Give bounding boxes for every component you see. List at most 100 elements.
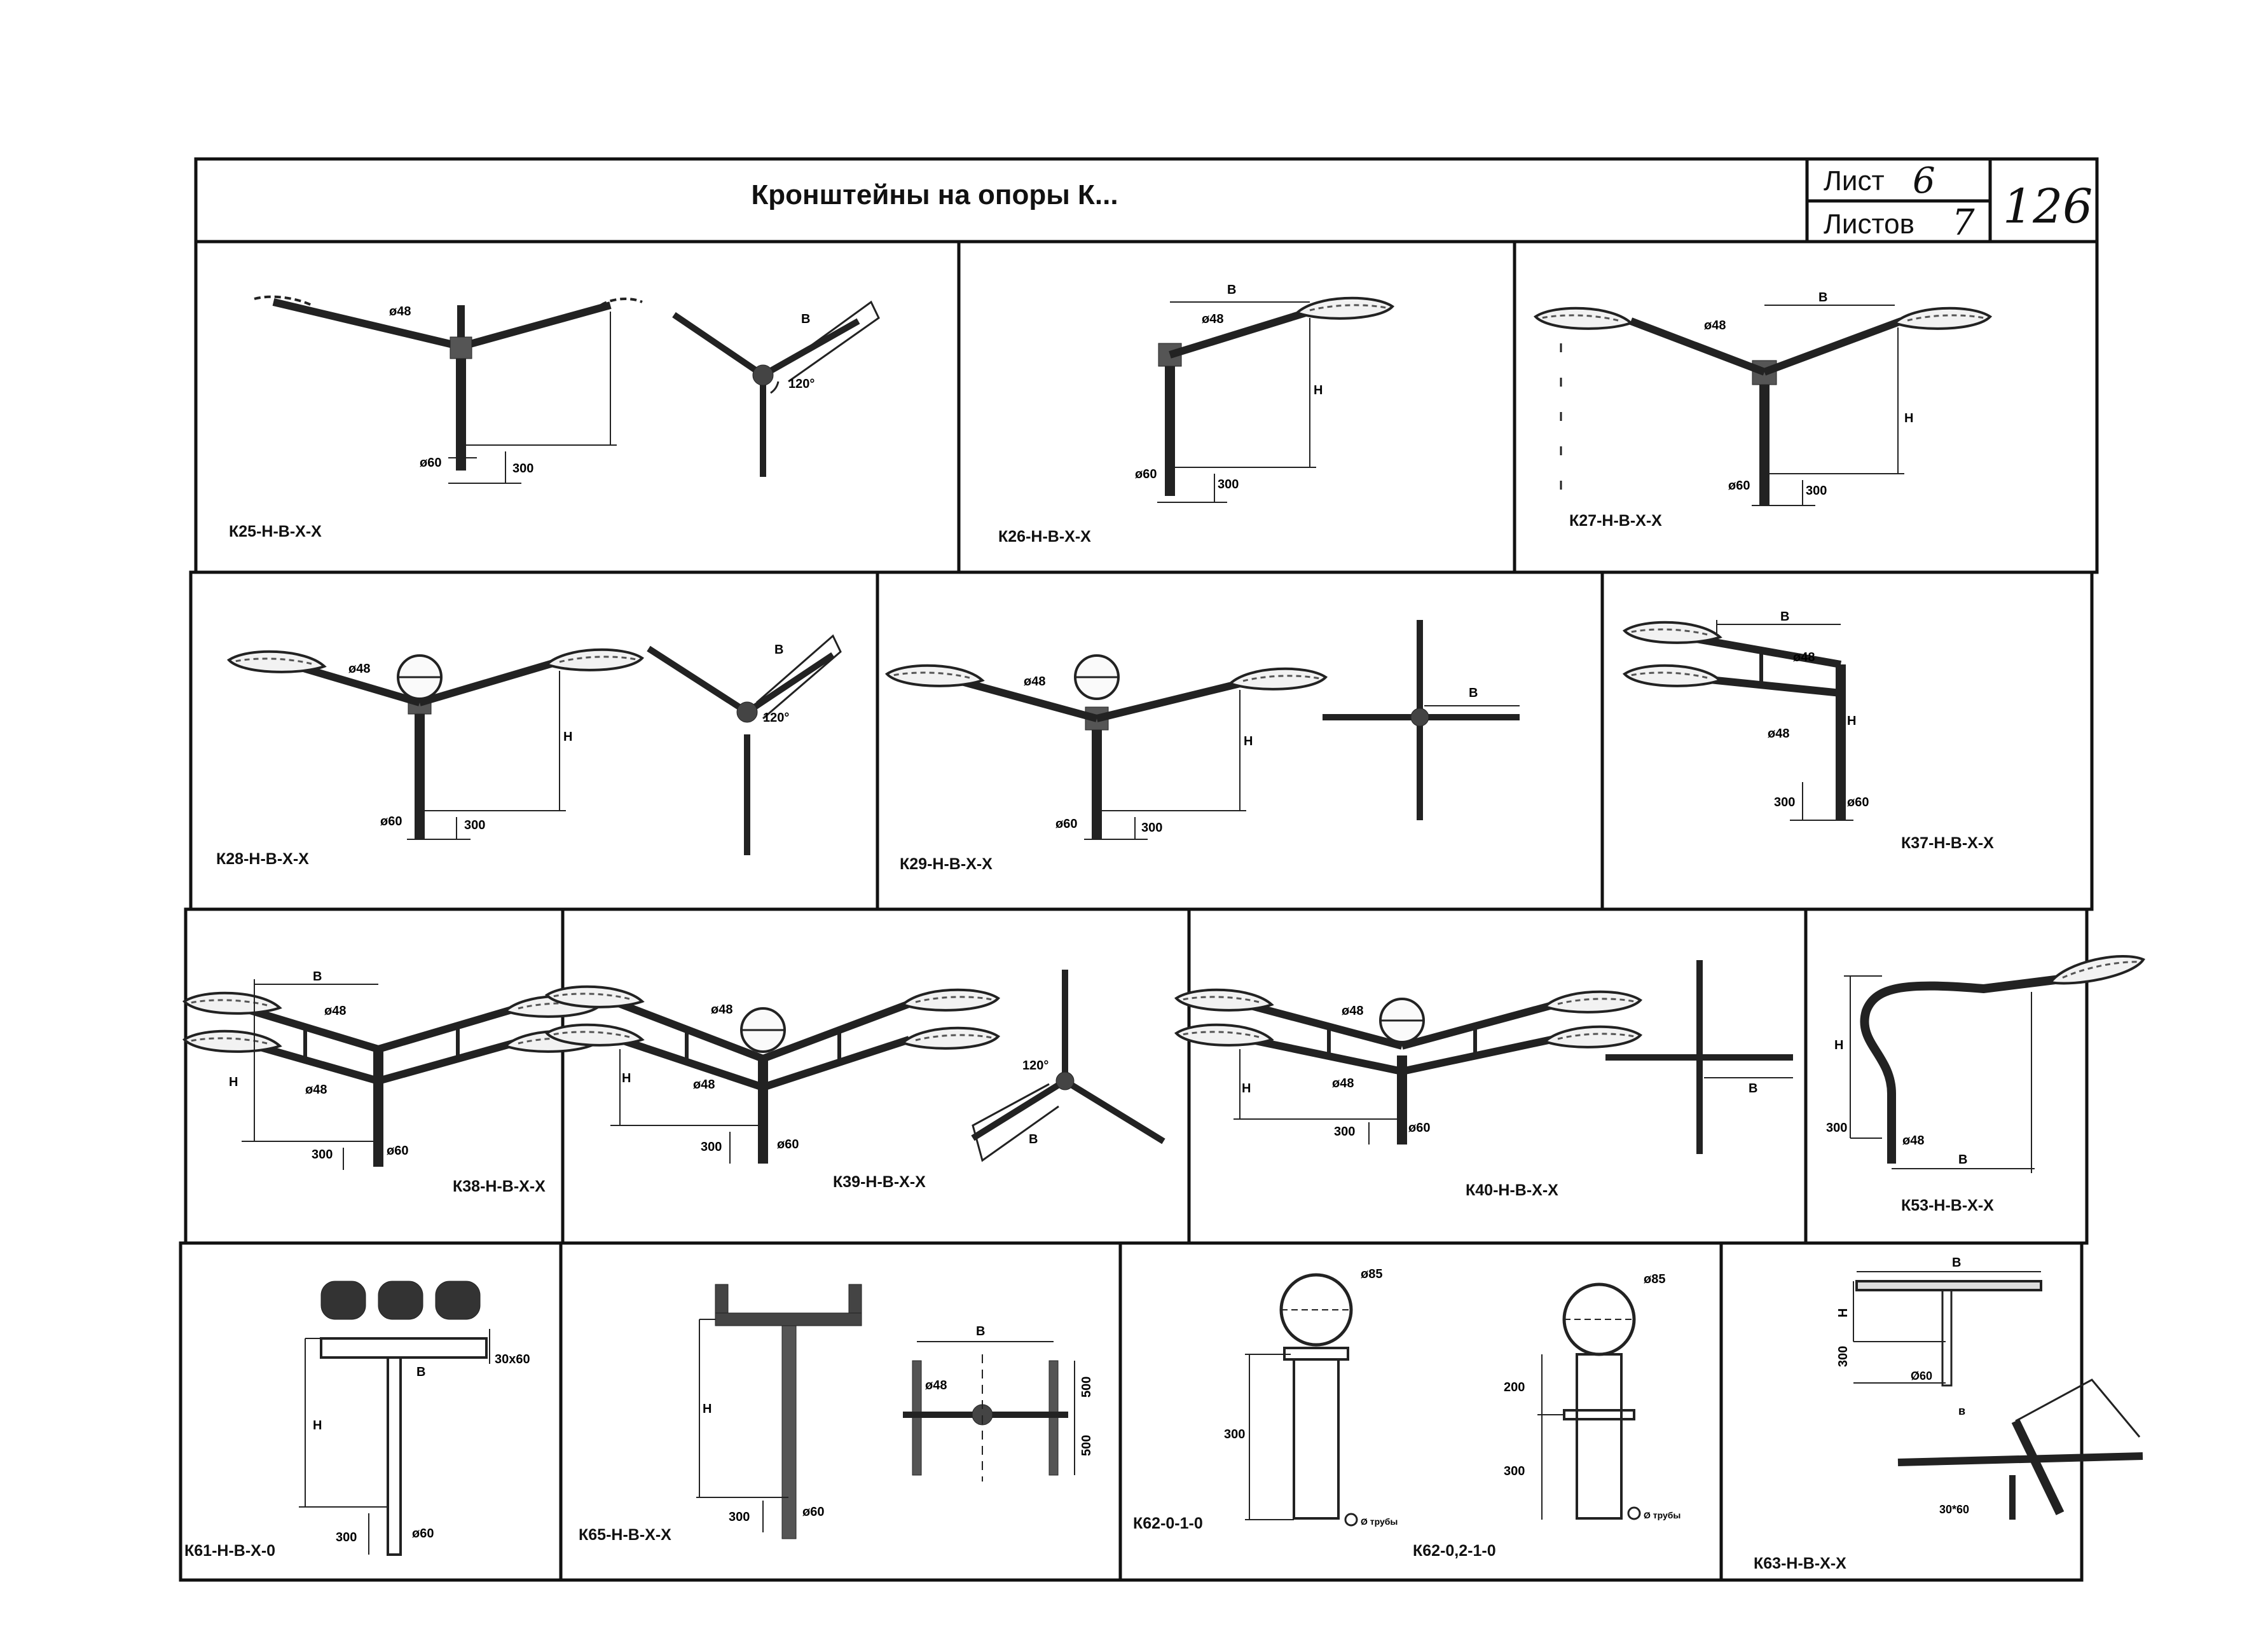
- bracket-k25-drawing: [254, 295, 880, 484]
- k65-tube-arm: ø48: [925, 1378, 947, 1392]
- k65-reach: В: [976, 1324, 985, 1338]
- k63-tube: Ø60: [1911, 1370, 1932, 1382]
- k39-insert: 300: [701, 1140, 722, 1154]
- k26-tube-pole: ø60: [1135, 467, 1157, 481]
- k62a-insert: 300: [1224, 1427, 1245, 1441]
- k39-tube-arm-top: ø48: [711, 1003, 732, 1017]
- k53-insert: 300: [1826, 1121, 1847, 1135]
- k39-height: Н: [622, 1071, 631, 1085]
- k38-tube-arm-top: ø48: [324, 1004, 346, 1018]
- k27-height: Н: [1904, 411, 1913, 425]
- k53-height: Н: [1834, 1038, 1843, 1052]
- sheet-label: Лист: [1824, 165, 1885, 196]
- sheet-number: 6: [1913, 160, 1935, 202]
- k37-tube-arm-bottom: ø48: [1768, 727, 1789, 741]
- k61-height: Н: [313, 1419, 322, 1433]
- k27-tube-pole: ø60: [1728, 479, 1750, 493]
- k61-plate: 30x60: [495, 1352, 530, 1366]
- page-number: 126: [2003, 179, 2093, 234]
- bracket-k53-drawing: [1844, 950, 2147, 1173]
- k29-insert: 300: [1141, 821, 1162, 835]
- k65-insert: 300: [729, 1510, 750, 1524]
- bracket-code-k29: К29-Н-В-Х-Х: [900, 855, 993, 873]
- k63-side: в: [1958, 1405, 1965, 1417]
- bracket-k65-drawing: [696, 1284, 1075, 1539]
- k40-height: Н: [1242, 1082, 1251, 1096]
- k62a-pipe: Ø трубы: [1361, 1516, 1398, 1527]
- k29-tube-pole: ø60: [1055, 817, 1077, 831]
- k26-reach: В: [1227, 283, 1236, 297]
- k25-reach: В: [801, 312, 810, 326]
- k61-reach: В: [416, 1365, 425, 1379]
- k37-reach: В: [1780, 610, 1789, 624]
- k65-tube-pole: ø60: [802, 1505, 824, 1519]
- bracket-k38-drawing: [183, 979, 602, 1170]
- k61-tube-pole: ø60: [412, 1527, 434, 1541]
- k28-tube-pole: ø60: [380, 815, 402, 828]
- k63-insert: 300: [1836, 1346, 1850, 1367]
- bracket-code-k28: К28-Н-В-Х-Х: [216, 850, 309, 868]
- bracket-k29-drawing: [886, 620, 1520, 840]
- k37-tube-pole: ø60: [1847, 795, 1869, 809]
- k29-tube-arm: ø48: [1024, 675, 1045, 689]
- bracket-code-k37: К37-Н-В-Х-Х: [1901, 834, 1994, 852]
- bracket-k26-drawing: [1157, 296, 1394, 503]
- k40-reach: В: [1749, 1082, 1757, 1096]
- k29-height: Н: [1244, 734, 1253, 748]
- bracket-k61-drawing: [299, 1281, 490, 1556]
- bracket-code-k61: К61-Н-В-Х-0: [184, 1542, 276, 1560]
- sheets-total: 7: [1952, 202, 1975, 244]
- k26-insert: 300: [1218, 478, 1239, 492]
- k25-tube-arm: ø48: [389, 305, 411, 319]
- k37-height: Н: [1847, 714, 1856, 728]
- k25-insert: 300: [512, 462, 533, 476]
- k27-tube-arm: ø48: [1704, 319, 1726, 333]
- k62b-ring: ø85: [1644, 1272, 1665, 1286]
- k53-tube-arm: ø48: [1902, 1134, 1924, 1148]
- bracket-code-k25: К25-Н-В-Х-Х: [229, 523, 322, 540]
- k38-insert: 300: [312, 1148, 333, 1162]
- k28-angle: 120°: [763, 711, 789, 725]
- k65-pitch-top: 500: [1080, 1377, 1094, 1398]
- k61-insert: 300: [336, 1530, 357, 1544]
- bracket-code-k40: К40-Н-В-Х-Х: [1466, 1181, 1558, 1199]
- k28-tube-arm: ø48: [348, 662, 370, 676]
- bracket-k27-drawing: [1534, 305, 1991, 506]
- bracket-code-k53: К53-Н-В-Х-Х: [1901, 1197, 1994, 1214]
- bracket-code-k65: К65-Н-В-Х-Х: [579, 1526, 671, 1544]
- bracket-code-k38: К38-Н-В-Х-Х: [453, 1178, 546, 1195]
- k65-pitch-bottom: 500: [1080, 1435, 1094, 1456]
- k38-tube-arm-bottom: ø48: [305, 1083, 327, 1097]
- bracket-k62-b-drawing: [1537, 1282, 1641, 1520]
- k40-tube-pole: ø60: [1408, 1121, 1430, 1135]
- k25-tube-pole: ø60: [420, 456, 441, 470]
- k40-tube-arm-bottom: ø48: [1332, 1076, 1354, 1090]
- k37-tube-arm-top: ø48: [1793, 650, 1815, 664]
- k63-height: Н: [1836, 1309, 1850, 1317]
- k63-plate: 30*60: [1939, 1503, 1969, 1516]
- k26-tube-arm: ø48: [1202, 312, 1223, 326]
- sheets-label: Листов: [1824, 209, 1914, 240]
- k39-reach: В: [1029, 1132, 1038, 1146]
- k39-tube-pole: ø60: [777, 1138, 799, 1151]
- k27-insert: 300: [1806, 484, 1827, 498]
- k65-height: Н: [703, 1402, 711, 1416]
- k62a-ring: ø85: [1361, 1267, 1382, 1281]
- k39-tube-arm-bottom: ø48: [693, 1078, 715, 1092]
- k53-reach: В: [1958, 1153, 1967, 1167]
- k62b-spacer: 200: [1504, 1380, 1525, 1394]
- k28-insert: 300: [464, 818, 485, 832]
- bracket-code-k26: К26-Н-В-Х-Х: [998, 528, 1091, 546]
- bracket-k28-drawing: [228, 634, 842, 855]
- k40-insert: 300: [1334, 1125, 1355, 1139]
- k26-height: Н: [1314, 383, 1323, 397]
- k39-angle: 120°: [1022, 1059, 1048, 1073]
- bracket-k62-a-drawing: [1245, 1273, 1358, 1527]
- k28-reach: В: [774, 643, 783, 657]
- bracket-code-k39: К39-Н-В-Х-Х: [833, 1173, 926, 1191]
- bracket-k63-drawing: [1853, 1271, 2143, 1520]
- sheet-frame: [179, 157, 2099, 1582]
- k25-angle: 120°: [788, 377, 814, 391]
- bracket-code-k63: К63-Н-В-Х-Х: [1754, 1555, 1846, 1572]
